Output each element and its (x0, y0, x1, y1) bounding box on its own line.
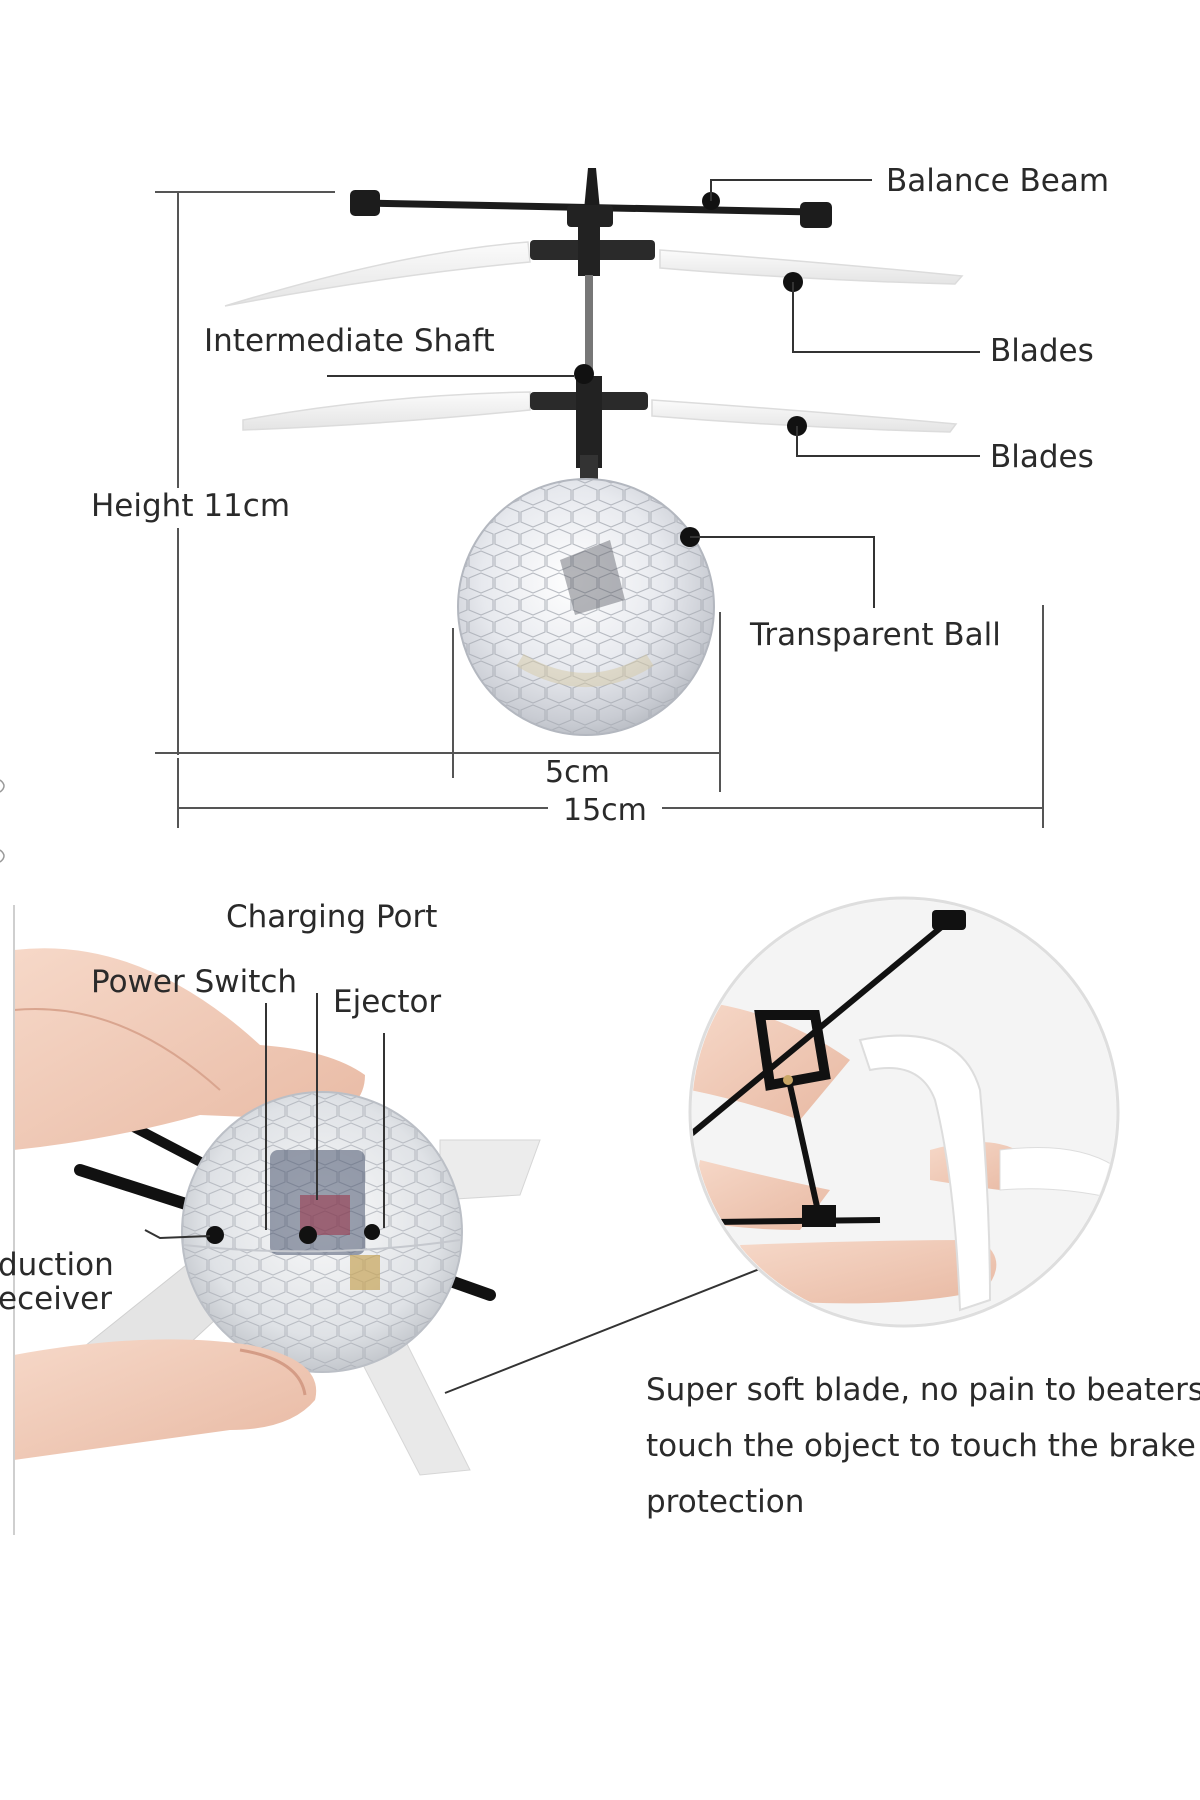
top-leaders (327, 179, 980, 608)
edge-marks (0, 779, 5, 863)
label-balance-beam: Balance Beam (886, 163, 1110, 199)
beam-weight-left (350, 190, 380, 216)
upper-blade-left (224, 241, 531, 307)
label-power-switch: Power Switch (91, 964, 298, 1000)
label-transparent-ball: Transparent Ball (750, 617, 1001, 653)
dimension-lines (155, 191, 1044, 828)
label-induction-line2: eceiver (0, 1281, 112, 1317)
caption-line-1: Super soft blade, no pain to beaters (646, 1372, 1200, 1408)
label-blades-lower: Blades (990, 439, 1094, 475)
intermediate-shaft (585, 275, 593, 375)
lower-blade-left (242, 391, 531, 431)
label-width-total: 15cm (563, 793, 647, 828)
lower-blade-right (651, 399, 958, 433)
label-height: Height 11cm (91, 488, 291, 524)
helicopter-top-view (224, 168, 964, 736)
label-width-ball: 5cm (545, 755, 610, 790)
label-charging-port: Charging Port (226, 899, 438, 935)
hand-holding-ball-photo (13, 905, 541, 1535)
beam-weight-right (800, 202, 832, 228)
label-intermediate-shaft: Intermediate Shaft (204, 323, 495, 359)
label-induction-line1: duction (0, 1247, 114, 1283)
upper-blade-right (659, 249, 964, 285)
blade-caption: Super soft blade, no pain to beaters tou… (646, 1362, 1200, 1530)
label-ejector: Ejector (333, 984, 442, 1020)
bottom-leaders (144, 993, 796, 1394)
caption-line-2: touch the object to touch the brake (646, 1428, 1196, 1464)
label-blades-upper: Blades (990, 333, 1094, 369)
caption-line-3: protection (646, 1484, 805, 1520)
blade-softness-closeup (688, 896, 1120, 1328)
